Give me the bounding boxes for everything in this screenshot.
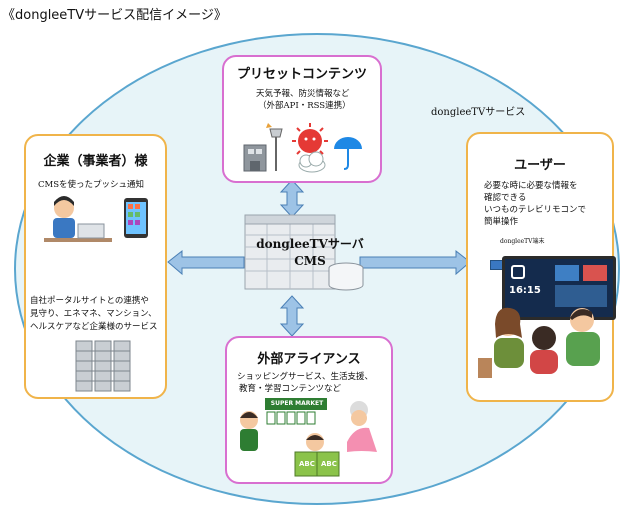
server-racks-icon — [75, 340, 131, 392]
sun-icon — [292, 123, 328, 159]
service-label: dongleeTVサービス — [431, 107, 526, 118]
company-line-1: 自社ポータルサイトとの連携や — [30, 296, 149, 306]
alliance-box: 外部アライアンス ショッピングサービス、生活支援、 教育・学習コンテンツなど S… — [225, 336, 393, 484]
user-box: ユーザー 必要な時に必要な情報を 確認できる いつものテレビリモコンで 簡単操作… — [466, 132, 616, 402]
umbrella-icon — [334, 137, 362, 170]
cloud-icon — [298, 151, 326, 173]
family-icon — [478, 307, 600, 378]
tv-tile — [555, 285, 607, 307]
user-title: ユーザー — [514, 158, 566, 173]
alliance-illustration — [240, 398, 377, 477]
server-cms: CMS — [294, 254, 326, 268]
company-cms-line: CMSを使ったプッシュ通知 — [38, 180, 145, 190]
device-label: dongleeTV端末 — [500, 238, 545, 245]
company-box: 企業（事業者）様 CMSを使ったプッシュ通知 自社ポータルサイトとの連携や 見守… — [24, 134, 167, 399]
preset-line-2: （外部API・RSS連携） — [258, 101, 351, 111]
user-line-3: いつものテレビリモコンで — [484, 205, 587, 215]
user-line-2: 確認できる — [484, 193, 527, 203]
company-line-2: 見守り、エネマネ、マンション、 — [30, 309, 157, 319]
preset-contents-box: プリセットコンテンツ 天気予報、防災情報など （外部API・RSS連携） — [222, 55, 382, 183]
page-title: 《dongleeTVサービス配信イメージ》 — [2, 8, 227, 23]
book-text-left: ABC — [299, 460, 315, 468]
preset-title: プリセットコンテンツ — [236, 67, 367, 82]
preset-line-1: 天気予報、防災情報など — [256, 89, 350, 99]
company-line-3: ヘルスケアなど企業様のサービス — [30, 322, 158, 332]
alliance-title: 外部アライアンス — [257, 352, 361, 367]
arrow-server-user — [359, 249, 471, 276]
arrow-server-company — [167, 249, 245, 276]
arrow-server-alliance — [279, 295, 305, 337]
company-title: 企業（事業者）様 — [43, 154, 148, 169]
server-rack-icon — [244, 214, 364, 291]
alliance-line-1: ショッピングサービス、生活支援、 — [237, 372, 374, 382]
tv-tile — [555, 265, 579, 281]
tv-house-icon — [511, 265, 525, 279]
tv-screen: 16:15 — [502, 256, 616, 320]
tv-time: 16:15 — [509, 285, 541, 296]
user-line-4: 簡単操作 — [484, 217, 519, 227]
server-label: dongleeTVサーバ CMS — [240, 236, 380, 270]
office-worker-icon — [44, 196, 148, 242]
weather-icons — [243, 123, 362, 173]
arrow-preset-server — [279, 179, 305, 218]
user-line-1: 必要な時に必要な情報を — [484, 181, 578, 191]
alliance-line-2: 教育・学習コンテンツなど — [239, 384, 342, 394]
book-text-right: ABC — [321, 460, 337, 468]
server-name: dongleeTVサーバ — [256, 237, 364, 251]
market-sign: SUPER MARKET — [270, 400, 324, 407]
tv-tile — [583, 265, 607, 281]
